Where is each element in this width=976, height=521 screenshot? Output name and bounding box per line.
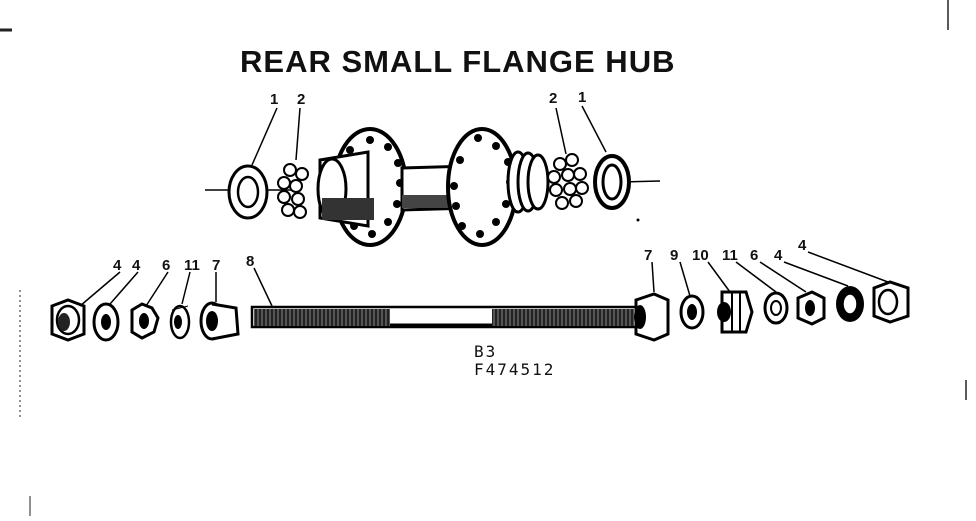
callout-6-left-locknut: 6 xyxy=(162,257,171,274)
callout-10-spacer: 10 xyxy=(692,247,709,264)
callout-7-left-cone: 7 xyxy=(212,257,221,274)
callout-2-left-retainer: 2 xyxy=(297,91,306,108)
left-axle-nut-part-4 xyxy=(50,298,86,342)
part-number: F474512 xyxy=(474,360,556,379)
left-lock-washer-part-11 xyxy=(169,304,191,340)
callout-9-dust-cap: 9 xyxy=(670,247,679,264)
right-dust-cap-part-9 xyxy=(679,294,705,330)
callout-2-right-retainer: 2 xyxy=(549,90,558,107)
callout-4-right-nut: 4 xyxy=(798,237,807,254)
model-code: B3 xyxy=(474,342,498,361)
callout-11-right-lock-washer: 11 xyxy=(722,247,738,264)
right-spacer-part-10 xyxy=(717,290,754,334)
callout-4-left-nut: 4 xyxy=(113,257,122,274)
scan-speck xyxy=(636,218,640,222)
callout-4-left-washer: 4 xyxy=(132,257,141,274)
diagram-title: REAR SMALL FLANGE HUB xyxy=(240,44,676,79)
lower-leader-lines xyxy=(79,251,889,307)
right-axle-nut-part-4 xyxy=(872,280,910,324)
left-washer-part-4 xyxy=(92,302,120,342)
axle-part-8 xyxy=(250,305,638,329)
callout-7-right-cone: 7 xyxy=(644,247,653,264)
left-cone-part-7 xyxy=(199,301,240,341)
right-cup-part-1 xyxy=(593,154,631,210)
right-ball-retainer-part-2 xyxy=(547,153,589,210)
left-cup-part-1 xyxy=(227,164,269,220)
callout-6-right-locknut: 6 xyxy=(750,247,759,264)
right-lock-washer-part-11 xyxy=(763,291,789,325)
right-locknut-part-6 xyxy=(796,290,826,326)
callout-4-right-washer: 4 xyxy=(774,247,783,264)
right-washer-part-4 xyxy=(836,286,864,322)
left-ball-retainer-part-2 xyxy=(277,163,309,219)
upper-leader-lines xyxy=(251,105,607,166)
callout-1-right-cup: 1 xyxy=(578,89,587,106)
left-locknut-part-6 xyxy=(130,302,160,340)
callout-11-left-lock-washer: 11 xyxy=(184,257,200,274)
callout-1-left-cup: 1 xyxy=(270,91,279,108)
right-cone-part-7 xyxy=(634,292,670,342)
callout-8-axle: 8 xyxy=(246,253,255,270)
hub-shell xyxy=(316,127,550,247)
